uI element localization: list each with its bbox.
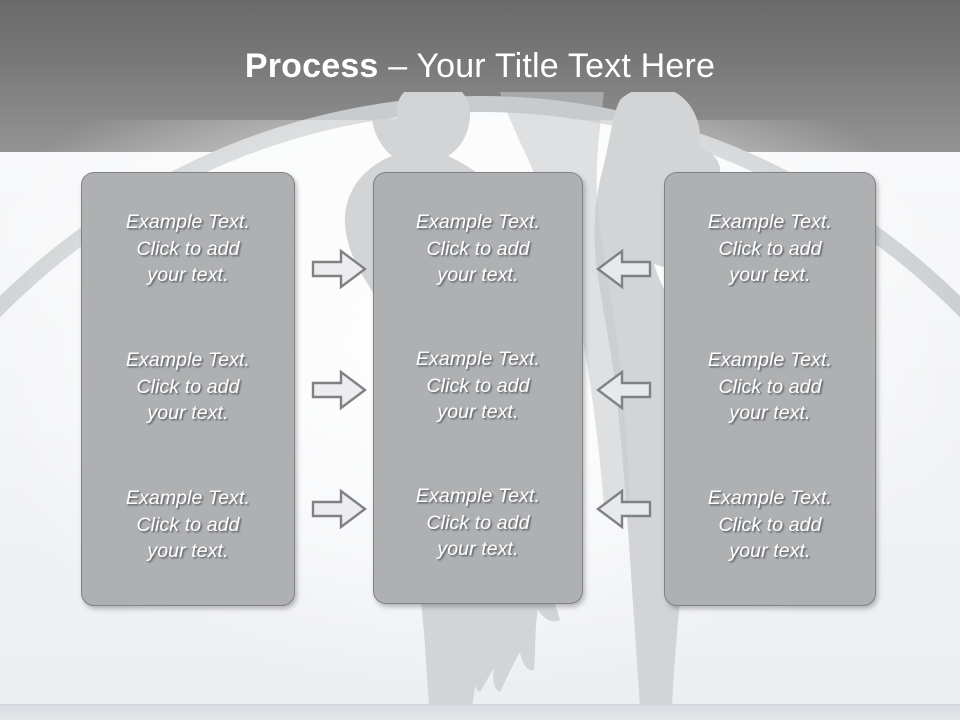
right-column-box[interactable]: Example Text. Click to add your text. Ex… — [664, 172, 876, 606]
page-title-bold: Process — [244, 47, 379, 85]
right-cell-3[interactable]: Example Text. Click to add your text. — [707, 487, 833, 563]
left-cell-2[interactable]: Example Text. Click to add your text. — [125, 349, 251, 425]
arrow-left-icon[interactable] — [596, 369, 652, 411]
page-title-rest: – Your Title Text Here — [378, 47, 716, 85]
left-cell-3[interactable]: Example Text. Click to add your text. — [125, 487, 251, 563]
arrow-left-icon[interactable] — [596, 248, 652, 290]
middle-cell-3[interactable]: Example Text. Click to add your text. — [415, 485, 541, 561]
bottom-accent-band — [0, 704, 960, 720]
left-column-box[interactable]: Example Text. Click to add your text. Ex… — [81, 172, 295, 606]
page-title: Process – Your Title Text Here — [0, 47, 960, 85]
arrow-left-icon[interactable] — [596, 488, 652, 530]
arrow-right-icon[interactable] — [311, 248, 367, 290]
middle-column-box[interactable]: Example Text. Click to add your text. Ex… — [373, 172, 583, 604]
left-cell-1[interactable]: Example Text. Click to add your text. — [125, 211, 251, 287]
right-cell-2[interactable]: Example Text. Click to add your text. — [707, 349, 833, 425]
arrow-right-icon[interactable] — [311, 369, 367, 411]
middle-cell-1[interactable]: Example Text. Click to add your text. — [415, 211, 541, 287]
middle-cell-2[interactable]: Example Text. Click to add your text. — [415, 348, 541, 424]
right-cell-1[interactable]: Example Text. Click to add your text. — [707, 211, 833, 287]
arrow-right-icon[interactable] — [311, 488, 367, 530]
